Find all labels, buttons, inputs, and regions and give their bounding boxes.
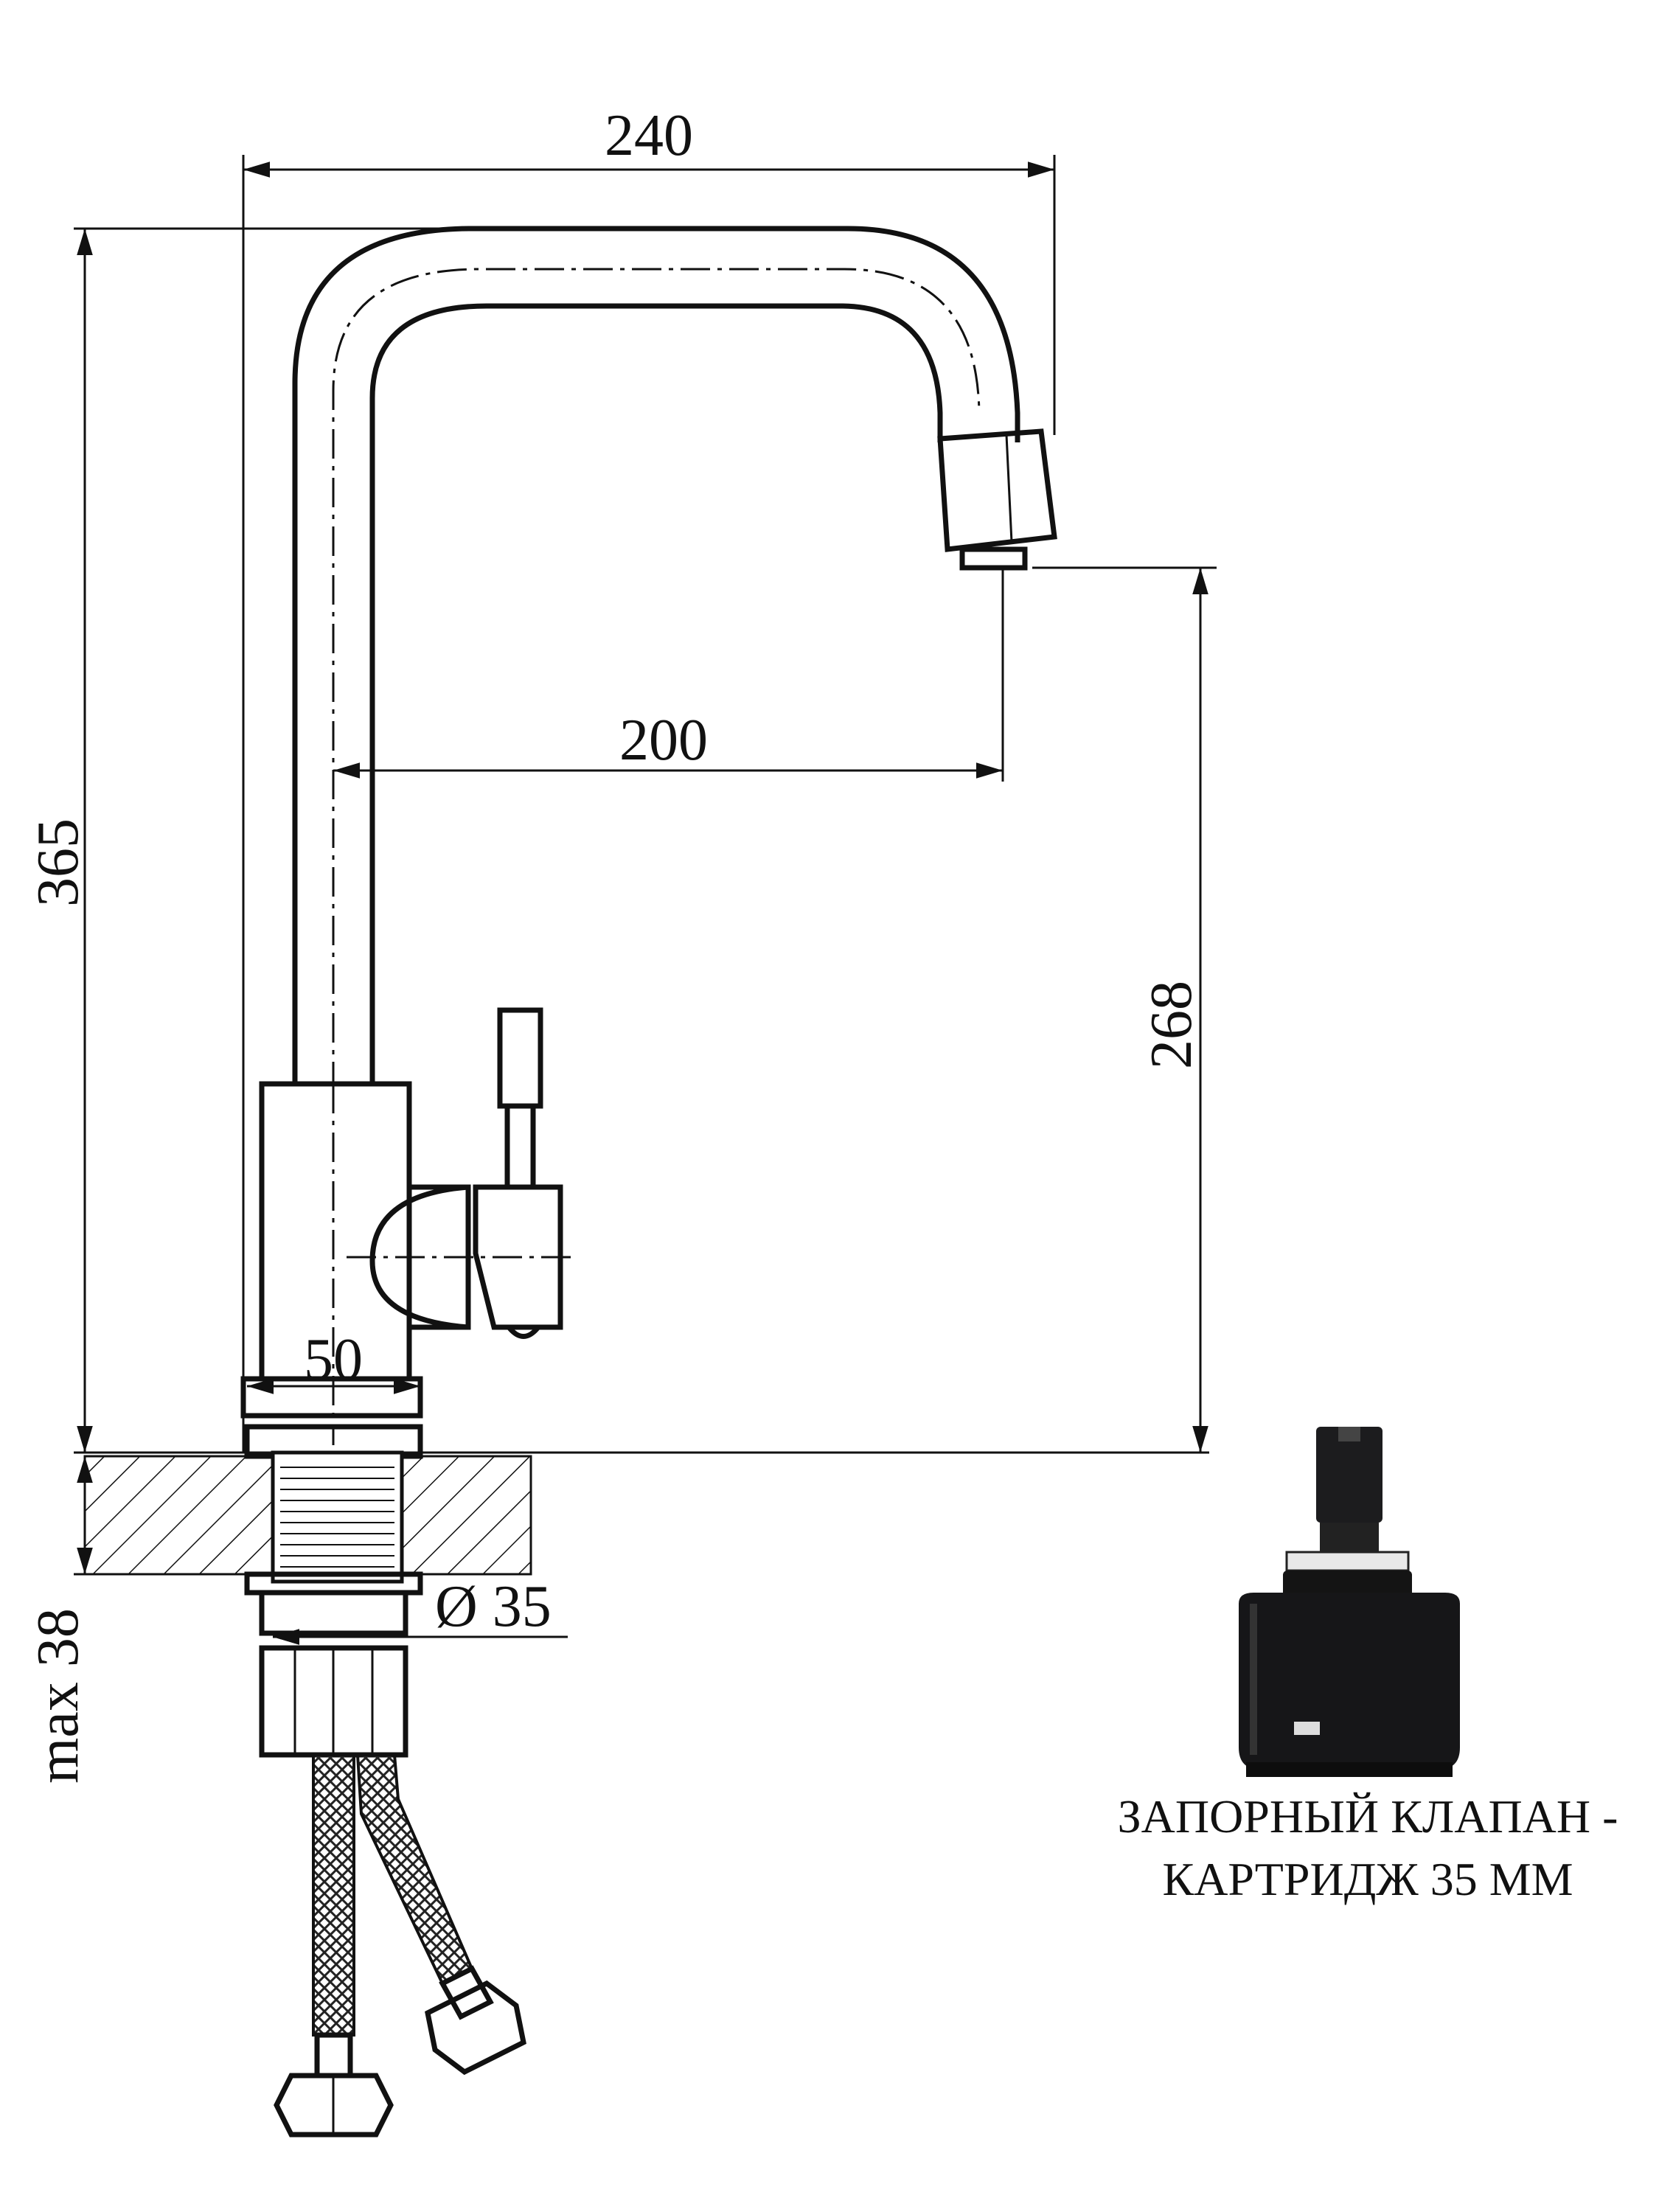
cartridge-image: [1239, 1427, 1460, 1777]
hoses: [274, 1753, 526, 2138]
dim-spout-reach: 200: [619, 708, 708, 773]
cartridge-caption-line1: ЗАПОРНЫЙ КЛАПАН -: [1118, 1790, 1618, 1843]
lever-handle: [347, 1007, 575, 1339]
countertop: [83, 1450, 532, 1758]
dim-max-countertop: max 38: [26, 1608, 91, 1784]
dim-spout-height: 268: [1139, 981, 1204, 1069]
dim-width-top: 240: [605, 103, 693, 168]
dim-base-width: 50: [304, 1327, 363, 1392]
dim-total-height: 365: [26, 818, 91, 907]
cartridge-caption-line2: КАРТРИДЖ 35 ММ: [1163, 1853, 1573, 1905]
spout: [292, 226, 1020, 1091]
faucet-body: [240, 1081, 423, 1459]
aerator: [937, 428, 1057, 571]
dimension-lines: [74, 155, 1217, 1645]
dim-mount-diameter: Ø 35: [435, 1574, 552, 1639]
